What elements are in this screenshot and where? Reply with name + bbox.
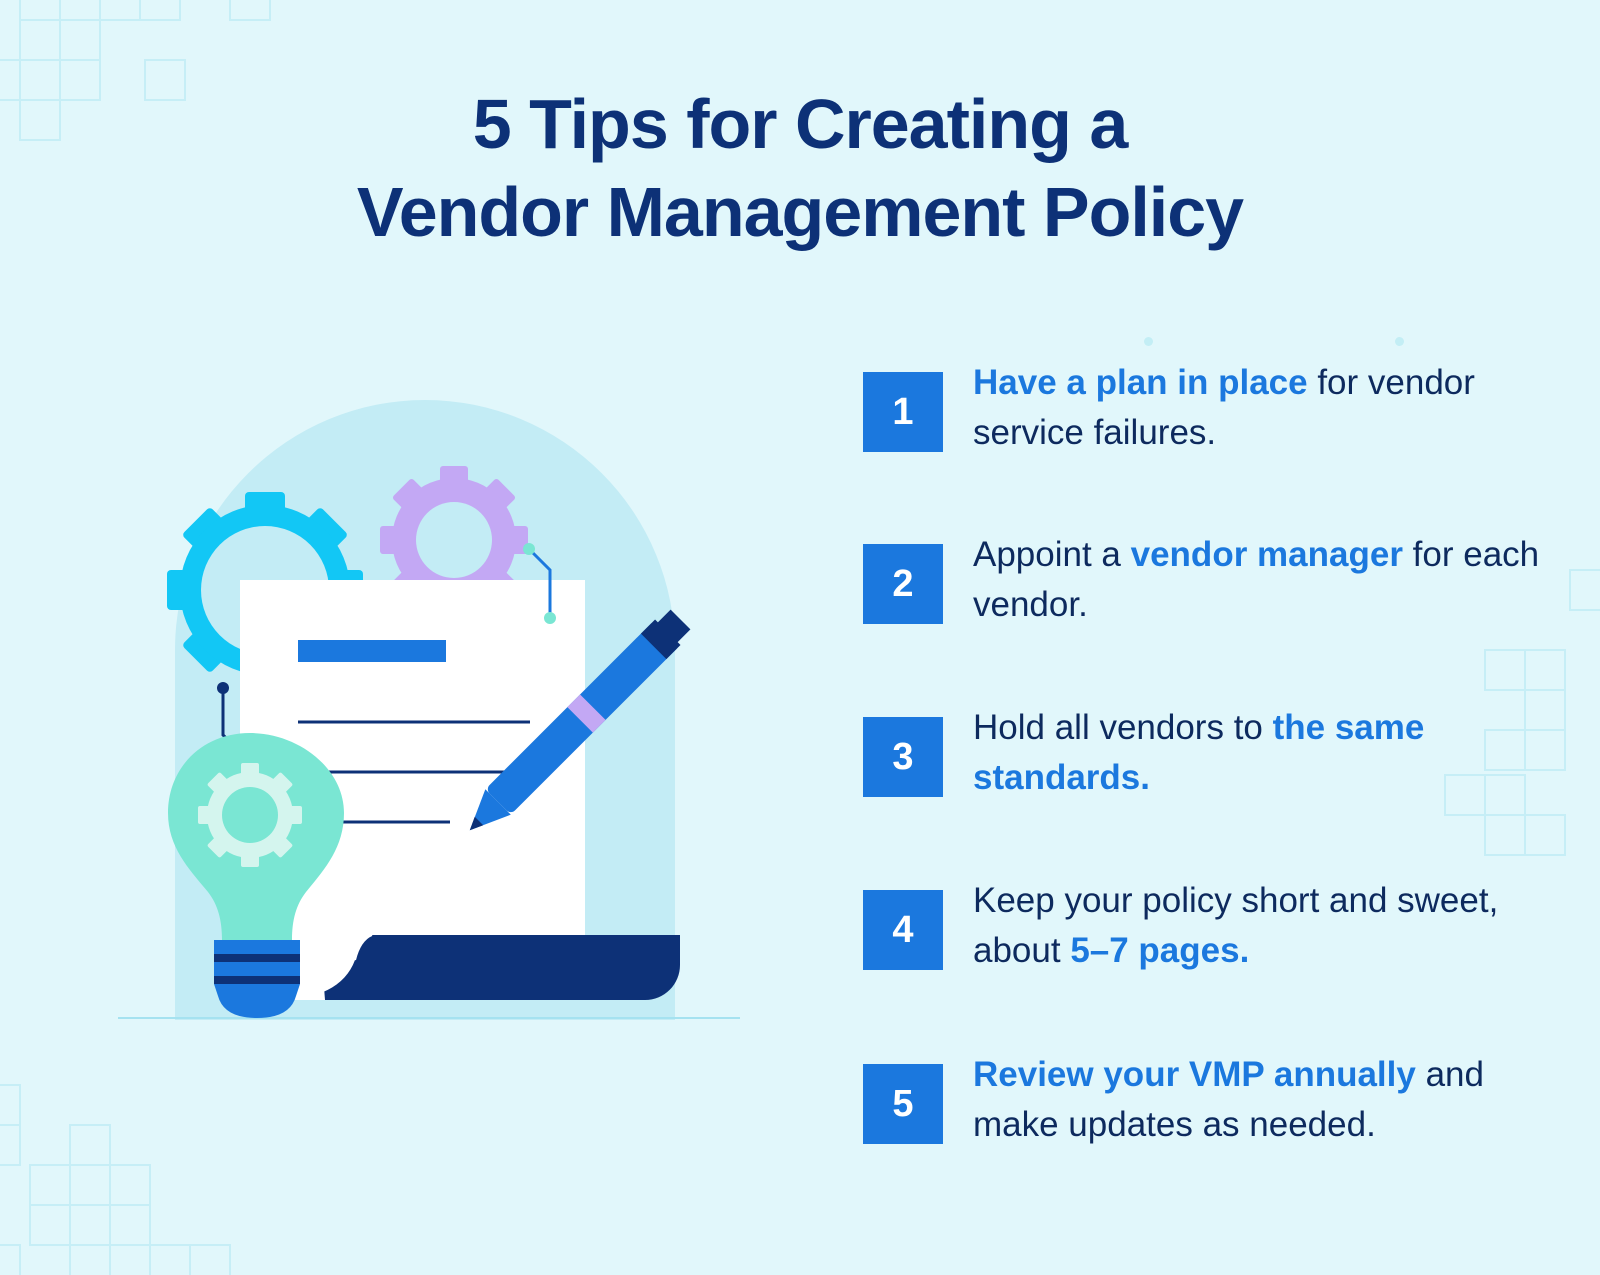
tip-body: Keep your policy short and sweet, about (973, 881, 1499, 970)
tip-text: Have a plan in place for vendor service … (973, 358, 1563, 458)
tip-highlight: Have a plan in place (973, 363, 1308, 402)
tip-body: Hold all vendors to (973, 708, 1273, 747)
title-line-1: 5 Tips for Creating a (472, 85, 1129, 163)
tip-item: 1 Have a plan in place for vendor servic… (863, 363, 1563, 480)
decor-dot (1144, 337, 1153, 346)
page-title: 5 Tips for Creating a Vendor Management … (0, 80, 1600, 256)
tip-highlight: 5–7 pages. (1070, 931, 1250, 970)
tip-body: for vendor service failures. (973, 363, 1475, 452)
tip-highlight: Review your VMP annually (973, 1055, 1416, 1094)
title-line-2: Vendor Management Policy (356, 173, 1244, 251)
tip-number-badge: 1 (863, 372, 943, 452)
tip-text: Keep your policy short and sweet, about … (973, 876, 1563, 976)
tip-item: 4 Keep your policy short and sweet, abou… (863, 881, 1563, 998)
tip-number-badge: 5 (863, 1064, 943, 1144)
connector-icon (523, 543, 556, 624)
tip-item: 5 Review your VMP annually and make upda… (863, 1055, 1563, 1172)
tip-body: and make updates as needed. (973, 1055, 1484, 1144)
tip-number-badge: 2 (863, 544, 943, 624)
gear-icon (380, 466, 528, 614)
decor-dot (1395, 337, 1404, 346)
tip-highlight: vendor manager (1130, 535, 1403, 574)
pen-icon (469, 609, 691, 831)
tip-body: for each vendor. (973, 535, 1540, 624)
lightbulb-icon (168, 733, 344, 1018)
tip-text: Appoint a vendor manager for each vendor… (973, 530, 1563, 630)
tip-item: 2 Appoint a vendor manager for each vend… (863, 535, 1563, 652)
policy-illustration (118, 400, 740, 1020)
tip-item: 3 Hold all vendors to the same standards… (863, 708, 1563, 825)
tip-text: Hold all vendors to the same standards. (973, 703, 1563, 803)
tip-body: Appoint a (973, 535, 1131, 574)
tip-highlight: the same standards. (973, 708, 1425, 797)
tip-text: Review your VMP annually and make update… (973, 1050, 1563, 1150)
tip-number-badge: 4 (863, 890, 943, 970)
tip-number-badge: 3 (863, 717, 943, 797)
